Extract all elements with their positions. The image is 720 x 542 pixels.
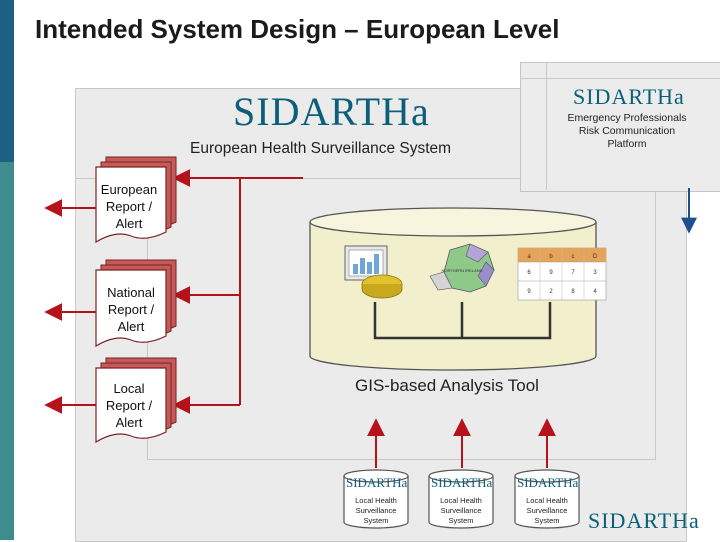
table-cell: 4 — [593, 289, 597, 295]
data-table-icon — [517, 247, 607, 301]
national-report-document — [95, 259, 177, 348]
local-system-label-3: Local Health Surveillance System — [526, 496, 568, 525]
table-header-cell: b — [549, 254, 553, 260]
table-header-cell: a — [527, 254, 531, 260]
table-cell: 9 — [527, 289, 531, 295]
local-system-cylinder-3 — [514, 469, 580, 529]
european-report-document — [95, 156, 177, 244]
footer-logo: SIDARTHa — [588, 508, 700, 533]
local-system-logo-2: SIDARTHa — [431, 475, 493, 490]
local-report-document — [95, 357, 177, 444]
local-system-cylinder-1 — [343, 469, 409, 529]
local-system-logo-3: SIDARTHa — [517, 475, 579, 490]
table-cell: 7 — [571, 270, 575, 276]
local-system-logo-1: SIDARTHa — [346, 475, 408, 490]
table-header-cell: D — [593, 254, 598, 260]
emergency-platform-label: Emergency Professionals Risk Communicati… — [567, 112, 687, 150]
table-cell: 2 — [549, 289, 553, 295]
map-region-label: NORTHERN IRELAND — [441, 268, 482, 273]
data-table-values: a b c D 6 9 7 3 9 2 8 4 — [527, 254, 598, 295]
table-cell: 6 — [527, 270, 531, 276]
panel-divider-bottom — [147, 459, 655, 460]
table-cell: 8 — [571, 289, 575, 295]
table-cell: 3 — [593, 270, 597, 276]
table-header-cell: c — [572, 254, 575, 260]
emergency-box-line-v — [546, 62, 547, 190]
local-report-label: Local Report / Alert — [105, 381, 153, 430]
slide-title: Intended System Design – European Level — [35, 14, 560, 44]
emergency-box-line-h — [520, 78, 720, 79]
emergency-platform-box — [520, 62, 720, 192]
chart-tool-icon — [344, 245, 403, 299]
local-system-label-1: Local Health Surveillance System — [355, 496, 397, 525]
local-system-cylinder-2 — [428, 469, 494, 529]
report-arrows — [44, 169, 303, 414]
panel-divider-top — [75, 178, 685, 179]
european-system-logo: SIDARTHa — [233, 89, 430, 134]
local-system-arrows — [367, 418, 556, 468]
table-cell: 9 — [549, 270, 553, 276]
gis-analysis-tool-label: GIS-based Analysis Tool — [355, 376, 539, 395]
side-bar-blue — [0, 0, 14, 162]
map-tool-icon — [429, 243, 495, 293]
local-system-label-2: Local Health Surveillance System — [440, 496, 482, 525]
emergency-platform-logo: SIDARTHa — [573, 84, 685, 109]
european-report-label: European Report / Alert — [100, 182, 158, 231]
connector-arrows — [373, 302, 552, 340]
national-report-label: National Report / Alert — [107, 285, 155, 334]
side-bar-teal — [0, 162, 14, 540]
panel-divider-right — [655, 178, 656, 460]
european-system-label: European Health Surveillance System — [190, 140, 452, 157]
